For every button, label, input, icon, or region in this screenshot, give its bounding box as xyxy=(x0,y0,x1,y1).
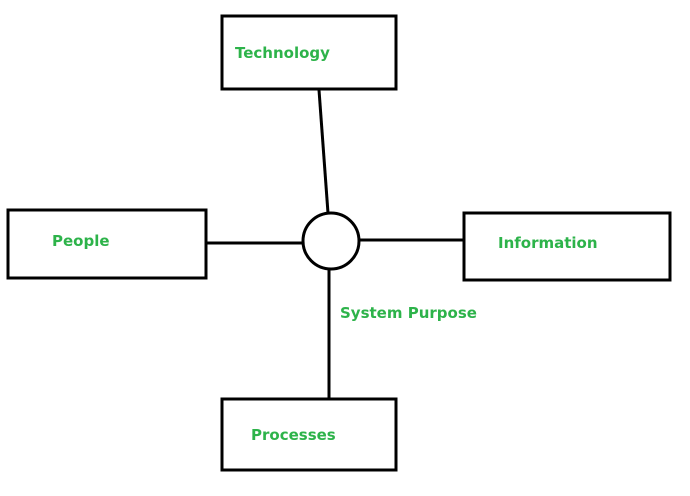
node-processes-box xyxy=(220,397,398,472)
node-processes-label: Processes xyxy=(251,426,336,444)
node-information-label: Information xyxy=(498,234,598,252)
node-technology-label: Technology xyxy=(235,44,330,62)
node-technology: Technology xyxy=(220,14,398,91)
node-information-box xyxy=(462,211,672,282)
node-technology-box xyxy=(220,14,398,91)
system-purpose-hub xyxy=(301,211,361,271)
node-information: Information xyxy=(462,211,672,282)
node-processes: Processes xyxy=(220,397,398,472)
node-people-box xyxy=(6,208,208,280)
system-purpose-label: System Purpose xyxy=(340,304,477,322)
connector-technology-hub xyxy=(317,89,330,214)
node-people: People xyxy=(6,208,208,280)
node-people-label: People xyxy=(52,232,110,250)
